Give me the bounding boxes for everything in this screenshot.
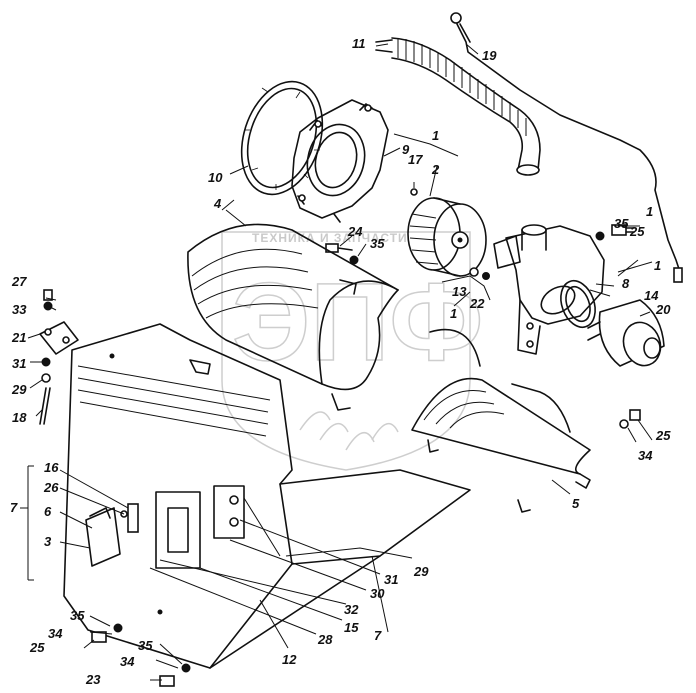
fasteners-left-stack: [39, 289, 53, 425]
corrugated-hose-11: [375, 37, 541, 176]
label-25-top: 25: [629, 224, 645, 239]
bracket-21: [39, 321, 79, 355]
nut-35-top: [595, 231, 605, 241]
label-12: 12: [282, 652, 297, 667]
label-7-left: 7: [10, 500, 18, 515]
label-35-bottom-a: 35: [70, 608, 85, 623]
label-25-bottom: 25: [29, 640, 45, 655]
label-11: 11: [352, 36, 366, 51]
label-3: 3: [44, 534, 52, 549]
label-22: 22: [469, 296, 485, 311]
upper-shroud-4: [187, 223, 399, 411]
bolt-25-top: [611, 224, 635, 236]
casing-3: [63, 323, 471, 669]
label-27: 27: [11, 274, 27, 289]
watermark-text: ТЕХНИКА И ЗАПЧАСТИ: [252, 231, 408, 245]
label-4: 4: [213, 196, 222, 211]
label-34-right: 34: [638, 448, 653, 463]
watermark-logo: ЭПФ: [232, 261, 483, 384]
label-6: 6: [44, 504, 52, 519]
label-1-right-a: 1: [646, 204, 653, 219]
bottom-fasteners: [91, 623, 191, 687]
label-34-bottom-b: 34: [120, 654, 135, 669]
label-9: 9: [402, 142, 410, 157]
label-23: 23: [85, 672, 101, 687]
label-7-right: 7: [374, 628, 382, 643]
label-28: 28: [317, 632, 333, 647]
plate-6: [85, 507, 121, 567]
label-34-bottom-a: 34: [48, 626, 63, 641]
label-8: 8: [622, 276, 630, 291]
flange-housing-9: [291, 99, 389, 223]
label-31-right: 31: [384, 572, 398, 587]
label-5: 5: [572, 496, 580, 511]
label-17: 17: [408, 152, 423, 167]
washers-13-22: [469, 267, 490, 280]
latch-16-26: [120, 503, 139, 533]
screw-34-25: [619, 409, 641, 429]
gasket-14: [560, 279, 596, 329]
label-33: 33: [12, 302, 27, 317]
gasket-ring-10: [240, 80, 324, 196]
label-10: 10: [208, 170, 223, 185]
label-30: 30: [370, 586, 385, 601]
label-35-center: 35: [370, 236, 385, 251]
label-20: 20: [655, 302, 671, 317]
washer-17: [410, 188, 418, 196]
label-14: 14: [644, 288, 659, 303]
cable-19: [450, 12, 683, 283]
electric-motor-20: [587, 299, 665, 367]
label-32: 32: [344, 602, 359, 617]
impeller-2: [407, 197, 487, 277]
label-13: 13: [452, 284, 467, 299]
nut-35-center: [349, 255, 359, 265]
label-29-left: 29: [11, 382, 27, 397]
label-2: 2: [431, 162, 440, 177]
motor-bracket-8: [493, 224, 605, 355]
label-1-right-b: 1: [654, 258, 661, 273]
label-19: 19: [482, 48, 497, 63]
label-15: 15: [344, 620, 359, 635]
label-26: 26: [43, 480, 59, 495]
label-29-right: 29: [413, 564, 429, 579]
label-21: 21: [11, 330, 26, 345]
label-35-bottom-b: 35: [138, 638, 153, 653]
label-1-top: 1: [432, 128, 439, 143]
label-35-right: 35: [614, 216, 629, 231]
lower-shroud-5: [411, 328, 591, 513]
label-31-left: 31: [12, 356, 26, 371]
label-16: 16: [44, 460, 59, 475]
label-18: 18: [12, 410, 27, 425]
leader-lines: [20, 43, 653, 681]
label-1-center: 1: [450, 306, 457, 321]
label-25-right: 25: [655, 428, 671, 443]
callout-labels: 11 19 1 9 17 2 10 4 24 35 35 1 25 1 8 14…: [10, 36, 671, 687]
watermark: ТЕХНИКА И ЗАПЧАСТИ ЭПФ: [221, 231, 484, 471]
label-24: 24: [347, 224, 363, 239]
